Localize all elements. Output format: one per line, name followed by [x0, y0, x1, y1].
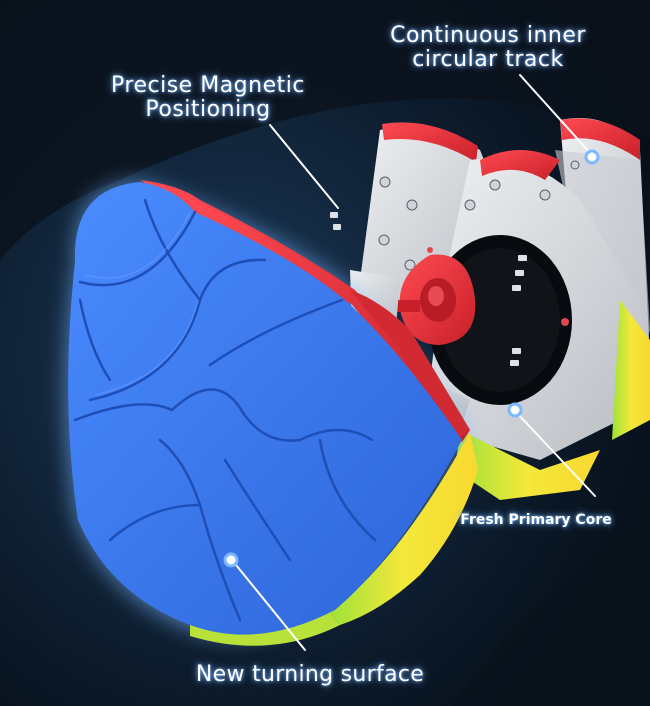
callout-turning-surface: New turning surface: [195, 662, 425, 687]
background-swoosh-lower: [450, 520, 650, 706]
callout-precise-line1: Precise Magnetic: [111, 73, 305, 98]
core-leader-line: [515, 411, 596, 497]
primary-core: [385, 254, 476, 345]
background-swoosh: [0, 0, 650, 260]
precise-leader-line: [269, 124, 339, 209]
callout-continuous-line2: circular track: [412, 47, 564, 72]
callout-dots: [223, 149, 600, 568]
exploded-pieces: [330, 118, 650, 500]
callout-primary-core: Fresh Primary Core: [460, 512, 612, 528]
callout-continuous-track: Continuous inner circular track: [378, 24, 598, 72]
continuous-leader-line: [519, 74, 593, 156]
callout-continuous-line1: Continuous inner: [390, 23, 586, 48]
surface-leader-line: [231, 559, 306, 651]
callout-precise-line2: Positioning: [145, 97, 271, 122]
callout-precise-magnetic: Precise Magnetic Positioning: [98, 74, 318, 122]
puzzle-cube: [65, 180, 478, 646]
callout-lines: [231, 74, 596, 651]
